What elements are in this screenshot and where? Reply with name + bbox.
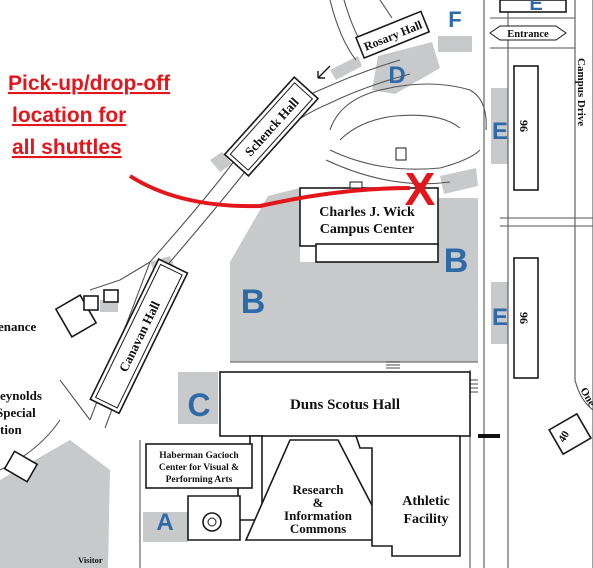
small-building-2 [83, 295, 99, 311]
lot-c-label: C [187, 387, 210, 423]
route-96-box-lower [513, 257, 539, 379]
lot-e-upper-label: E [492, 118, 508, 145]
route-96-lower-label: 96 [517, 312, 531, 324]
lot-a-label: A [156, 509, 173, 536]
lot-d-label: D [388, 62, 405, 89]
entrance-label: Entrance [507, 29, 549, 40]
lot-b-lower-label: B [241, 283, 266, 321]
wick-campus-center [299, 187, 439, 247]
haberman-line2: Center for Visual & [159, 463, 239, 473]
maintenance-label: enance [0, 319, 37, 334]
reynolds-line1: eynolds [0, 388, 42, 403]
small-building-4 [3, 450, 39, 483]
haberman-center [145, 443, 253, 489]
haberman-line3: Performing Arts [166, 475, 233, 485]
lot-e-upper [491, 88, 508, 164]
lot-b-lower [230, 262, 478, 362]
athletic-line1: Athletic [402, 494, 449, 509]
research-line4: Commons [290, 521, 346, 536]
callout-pointer-line [128, 174, 411, 209]
top-right-box [499, 0, 567, 13]
callout-line3: all shuttles [12, 136, 122, 159]
research-line3: Information [284, 508, 353, 523]
canavan-hall [89, 258, 189, 415]
visitor-label: Visitor [78, 555, 103, 565]
lot-a [143, 512, 188, 542]
lot-e-lower [491, 282, 508, 344]
lot-labels: F D E E B B C A E [156, 0, 542, 536]
campus-drive-label: Campus Drive [575, 58, 587, 126]
reynolds-line2: Special [0, 405, 36, 420]
entrance-sign: Entrance [489, 25, 567, 41]
callout-line1: Pick-up/drop-off [8, 72, 171, 95]
rosary-hall [354, 10, 431, 60]
athletic-line2: Facility [403, 512, 448, 527]
lot-e-lower-label: E [492, 304, 508, 331]
research-line2: & [313, 495, 324, 510]
duns-scotus-hall [219, 371, 471, 437]
wick-label-line1: Charles J. Wick [319, 205, 415, 220]
pickup-marker-x: X [405, 163, 436, 215]
wick-label-line2: Campus Center [320, 222, 415, 237]
reynolds-line3: tion [0, 422, 22, 437]
shuttle-callout: Pick-up/drop-off location for all shuttl… [8, 72, 436, 215]
lot-b-upper [438, 198, 478, 266]
athletic-facility [354, 435, 461, 557]
lot-f-label: F [448, 7, 461, 32]
haberman-line1: Haberman Gacioch [159, 451, 239, 461]
callout-line2: location for [12, 104, 126, 127]
lot-b-upper-label: B [444, 242, 469, 280]
arrow-icon [317, 65, 331, 79]
route-40-box [548, 412, 592, 456]
lot-d [372, 42, 440, 94]
route-96-box-upper [513, 65, 539, 191]
duns-scotus-label: Duns Scotus Hall [290, 397, 400, 413]
one-road-label: One [577, 386, 593, 409]
lot-top-partial-label: E [529, 0, 542, 15]
route-96-upper-label: 96 [517, 120, 531, 132]
research-line1: Research [292, 482, 344, 497]
buildings: Rosary Hall Schenck Hall Canavan Hall Ch… [3, 0, 592, 557]
schenck-hall [223, 76, 320, 177]
small-building-3 [103, 289, 119, 303]
lot-c [178, 372, 218, 424]
lot-f [438, 36, 472, 52]
